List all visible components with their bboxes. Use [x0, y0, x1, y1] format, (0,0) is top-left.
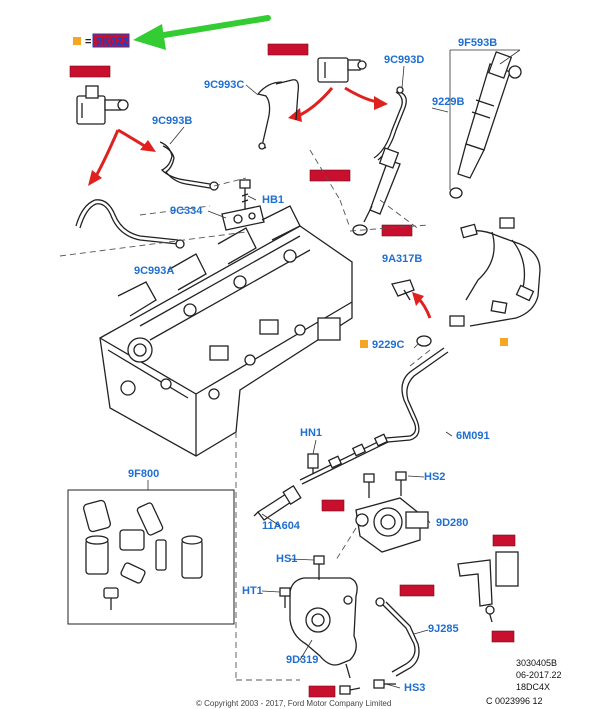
footer-copyright: © Copyright 2003 - 2017, Ford Motor Comp…	[196, 699, 391, 708]
label-9j285: 9J285	[428, 623, 459, 635]
fuel-pump-9d280	[355, 497, 429, 553]
pressure-sensor-top	[317, 57, 367, 83]
label-hb1: HB1	[262, 194, 284, 206]
label-hs1: HS1	[276, 553, 297, 565]
stud-ht1	[279, 587, 291, 608]
hl-box-bracket-mid	[399, 584, 435, 597]
mount-bracket	[457, 551, 519, 623]
red-arrow-top-right	[344, 86, 388, 110]
legend-key-box	[92, 33, 130, 48]
footer-line1: 3030405B	[516, 658, 557, 668]
label-9d319: 9D319	[286, 654, 318, 666]
bolt-hs2	[395, 471, 407, 496]
clip-9a317b	[391, 279, 415, 301]
fuel-pipe-9c993a	[75, 199, 185, 249]
label-9c334: 9C334	[170, 205, 203, 217]
label-hs3: HS3	[404, 682, 425, 694]
bolt-pump-top	[363, 473, 375, 498]
cylinder-head	[99, 205, 353, 457]
washer-9229b	[449, 187, 463, 199]
hl-box-sensor-top	[267, 43, 309, 56]
injector-middle	[363, 147, 401, 223]
label-9a317b: 9A317B	[382, 253, 422, 265]
hl-box-sensor-left	[69, 65, 111, 78]
footer-line3: 18DC4X	[516, 682, 550, 692]
label-9f593b: 9F593B	[458, 37, 497, 49]
label-6m091: 6M091	[456, 430, 490, 442]
label-9c993a: 9C993A	[134, 265, 174, 277]
footer-line2: 06-2017.22	[516, 670, 562, 680]
fuel-pipe-9j285	[375, 597, 420, 677]
hl-box-bracket-top	[492, 534, 516, 547]
label-9c993b: 9C993B	[152, 115, 192, 127]
bolt-hb1	[239, 179, 251, 212]
hl-box-injector-mid	[309, 169, 351, 182]
label-9d280: 9D280	[436, 517, 468, 529]
label-9229c: 9229C	[372, 339, 404, 351]
bolt-hs3	[339, 679, 396, 695]
hl-box-bolt-pump	[321, 499, 345, 512]
red-arrow-left-2	[117, 128, 156, 152]
clip-hn1	[307, 453, 319, 474]
label-9c993c: 9C993C	[204, 79, 244, 91]
fuel-pipe-9c993b	[159, 141, 219, 191]
fuel-pipe-9c993c	[257, 79, 300, 150]
injector-wiring-harness	[449, 217, 541, 327]
fuel-pipe-9c993d	[373, 86, 407, 161]
red-arrow-9a317b	[412, 292, 432, 319]
hl-box-bolt-bottom	[308, 685, 336, 698]
hl-box-washer-mid	[381, 224, 413, 237]
bolt-hs1	[313, 555, 325, 580]
mounting-plate-9d319	[289, 577, 358, 679]
washer-9229c	[416, 335, 432, 347]
legend-marker-middle	[360, 340, 368, 348]
legend-marker-right	[500, 338, 508, 346]
legend-key-label: 9K022	[96, 36, 128, 48]
glow-plug-11a604	[253, 484, 302, 521]
hl-box-bracket-bolt	[491, 630, 515, 643]
leader-lines	[169, 65, 453, 689]
label-9f800: 9F800	[128, 468, 159, 480]
clamp-9c334	[221, 205, 265, 231]
legend-marker	[73, 37, 81, 45]
label-9c993d: 9C993D	[384, 54, 424, 66]
red-arrow-top-left	[288, 87, 334, 122]
pressure-sensor-left	[76, 85, 129, 125]
label-9229b: 9229B	[432, 96, 464, 108]
red-arrow-left	[88, 129, 120, 186]
legend-equals: =	[85, 36, 91, 48]
leader-9f593b	[449, 49, 521, 190]
fuel-return-line-6m091	[299, 347, 449, 485]
label-11a604: 11A604	[262, 520, 301, 532]
footer-line4: C 0023996 12	[486, 696, 543, 706]
label-hs2: HS2	[424, 471, 445, 483]
injector-top-right	[457, 51, 522, 179]
label-hn1: HN1	[300, 427, 322, 439]
green-pointer-arrow	[133, 15, 271, 50]
label-ht1: HT1	[242, 585, 263, 597]
dashed-lines	[59, 149, 431, 681]
kit-box-9f800	[67, 480, 235, 625]
